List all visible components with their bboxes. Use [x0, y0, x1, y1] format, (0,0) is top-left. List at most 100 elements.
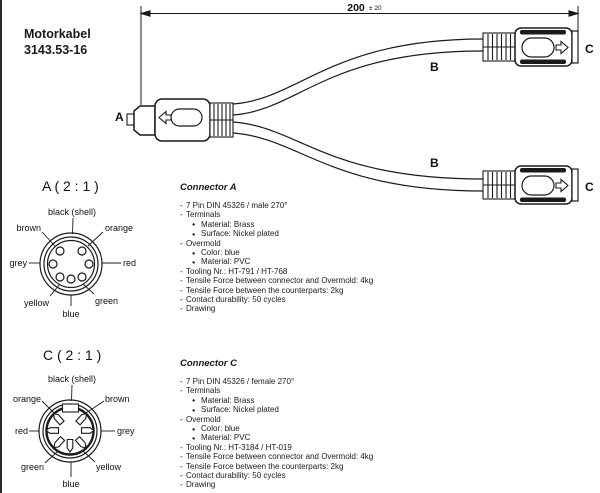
spec-line-text: Material: PVC: [201, 433, 251, 443]
spec-line-text: Material: Brass: [201, 395, 255, 405]
spec-a-items: 7 Pin DIN 45326 / male 270° Terminals Ma…: [179, 201, 599, 314]
spec-line-text: Color: blue: [201, 424, 240, 434]
spec-line-text: 7 Pin DIN 45326 / female 270°: [186, 377, 295, 386]
connector-c-lower-drawing: [482, 165, 579, 205]
diagram-a-connector-face: [29, 217, 121, 306]
connector-a-tip: [133, 105, 156, 136]
spec-a-heading: Connector A: [180, 182, 237, 193]
spec-line-text: Color: blue: [201, 248, 240, 258]
spec-line: Color: blue: [179, 424, 599, 435]
cable-upper-line1: [232, 38, 484, 105]
wire-label-a-top-right: orange: [105, 223, 133, 233]
drawing-title: Motorkabel 3143.53-16: [24, 27, 91, 58]
connector-c-upper-arrow-right-icon: [555, 40, 569, 55]
spec-line-text: Terminals: [186, 210, 221, 220]
connector-a-arrow-left-icon: [158, 110, 172, 125]
label-connector-c-upper: C: [585, 42, 594, 56]
diagram-a-wire-labels: black (shell) brown orange grey red yell…: [9, 207, 136, 319]
spec-line: 7 Pin DIN 45326 / male 270°: [179, 201, 599, 211]
spec-line: Surface: Nickel plated: [179, 229, 599, 240]
spec-line: Material: Brass: [179, 219, 599, 231]
label-cable-b-upper: B: [430, 60, 439, 74]
spec-line: 7 Pin DIN 45326 / female 270°: [179, 377, 599, 387]
spec-c-heading: Connector C: [180, 358, 237, 369]
spec-line: Overmold: [179, 239, 599, 249]
connector-c-upper-plate: [571, 30, 579, 64]
wire-label-a-left: grey: [9, 258, 27, 268]
connector-c-upper-strain-relief: [482, 32, 516, 62]
spec-line-text: Surface: Nickel plated: [201, 229, 279, 239]
spec-line-text: Drawing: [186, 304, 216, 314]
spec-line: Terminals: [179, 210, 599, 220]
spec-line: Color: blue: [179, 248, 599, 259]
wire-label-c-right: grey: [117, 426, 135, 436]
wire-label-c-left: red: [15, 426, 28, 436]
diagram-c-key-notch: [61, 403, 80, 413]
spec-line-text: Terminals: [186, 386, 221, 396]
spec-line-text: Tensile Force between the counterparts: …: [186, 461, 344, 471]
dimension-value: 200: [347, 2, 365, 14]
cable-branches: [232, 38, 484, 192]
spec-line-text: Contact durability: 50 cycles: [186, 295, 286, 305]
label-connector-c-lower: C: [585, 180, 594, 194]
label-cable-b-lower: B: [430, 156, 439, 170]
spec-line: Surface: Nickel plated: [179, 405, 599, 416]
dimension-arrow-left: [139, 10, 151, 17]
diagram-a-leader-lines: [29, 217, 121, 306]
spec-line: Material: PVC: [179, 257, 599, 268]
diagram-c-leader-lines: [29, 384, 115, 477]
spec-line-text: Overmold: [186, 414, 221, 424]
wire-label-c-bottom-right: yellow: [96, 462, 122, 472]
dimension-tolerance: ± 20: [369, 5, 382, 12]
label-connector-a: A: [115, 110, 124, 124]
spec-line-text: Surface: Nickel plated: [201, 405, 279, 415]
spec-line: Tensile Force between the counterparts: …: [179, 286, 599, 296]
title-product-name: Motorkabel: [24, 27, 91, 41]
spec-line: Contact durability: 50 cycles: [179, 295, 599, 305]
connector-a-drawing: [126, 98, 234, 142]
cable-upper-line2: [232, 50, 484, 116]
spec-line: Material: PVC: [179, 433, 599, 444]
wire-label-c-top-left: orange: [13, 394, 41, 404]
connector-c-lower-band-top: [520, 168, 566, 173]
wire-label-c-top: black (shell): [48, 374, 96, 384]
spec-line: Tensile Force between the counterparts: …: [179, 461, 599, 472]
spec-line-text: Tensile Force between connector and Over…: [186, 276, 374, 286]
diagram-a-pins: [48, 246, 94, 284]
spec-line-text: Drawing: [186, 480, 216, 490]
spec-line: Terminals: [179, 386, 599, 396]
dimension-arrow-right: [568, 10, 580, 17]
spec-line-text: Contact durability: 50 cycles: [186, 471, 286, 481]
spec-line-text: Tooling Nr.: HT-3184 / HT-019: [186, 442, 292, 452]
diagram-a-heading: A ( 2 : 1 ): [42, 178, 99, 194]
spec-line: Contact durability: 50 cycles: [179, 471, 599, 481]
spec-line: Tensile Force between connector and Over…: [179, 452, 599, 462]
diagram-c-heading: C ( 2 : 1 ): [43, 347, 101, 363]
spec-line-text: Tensile Force between connector and Over…: [186, 452, 374, 462]
connector-c-lower-strain-relief: [482, 170, 516, 200]
wire-label-c-top-right: brown: [105, 394, 130, 404]
connector-a-oval: [170, 108, 203, 127]
spec-line-text: Tooling Nr.: HT-791 / HT-768: [186, 266, 288, 276]
wire-label-a-top: black (shell): [48, 207, 96, 217]
wire-label-c-bottom-left: green: [21, 462, 44, 472]
cable-lower-line1: [232, 121, 484, 180]
spec-line-text: Material: Brass: [201, 219, 255, 229]
spec-line: Material: Brass: [179, 395, 599, 407]
scan-edge: [0, 0, 2, 493]
cable-lower-line2: [232, 132, 484, 192]
wire-label-a-bottom-right: green: [95, 296, 118, 306]
wire-label-c-bottom: blue: [62, 479, 79, 489]
spec-line: Drawing: [179, 304, 599, 314]
connector-c-lower-arrow-right-icon: [555, 178, 569, 193]
connector-c-upper-drawing: [482, 27, 579, 67]
connector-a-strain-relief: [209, 102, 234, 138]
spec-block-connector-a: Connector A 7 Pin DIN 45326 / male 270° …: [179, 182, 599, 314]
wire-label-a-bottom-left: yellow: [24, 298, 50, 308]
spec-block-connector-c: Connector C 7 Pin DIN 45326 / female 270…: [179, 358, 599, 490]
spec-line: Drawing: [179, 480, 599, 490]
spec-c-items: 7 Pin DIN 45326 / female 270° Terminals …: [179, 377, 599, 490]
title-part-number: 3143.53-16: [24, 42, 88, 57]
